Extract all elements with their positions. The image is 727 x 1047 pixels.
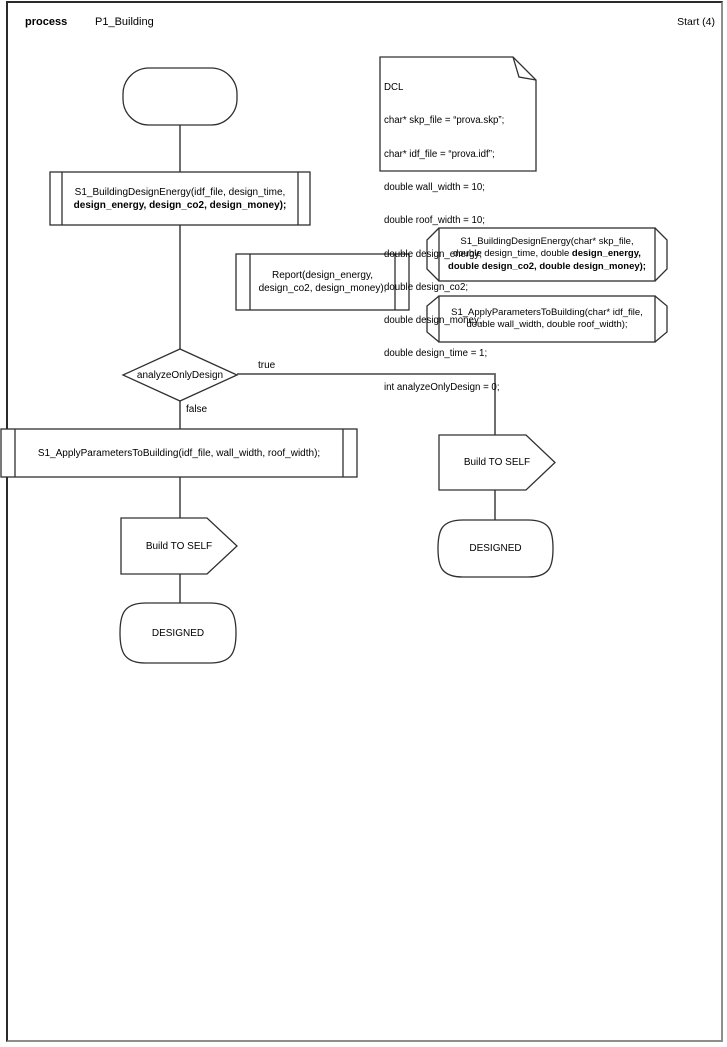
declaration-text-line: double wall_width, double roof_width); [466,319,628,330]
declaration-text-line: double design_time, double design_energy… [453,248,641,260]
branch-label-true: true [258,360,276,371]
dcl-line: double roof_width = 10; [384,215,485,227]
dcl-text-symbol-shape[interactable] [379,56,537,172]
page-start-label: Start (4) [677,16,715,28]
output-build-to-self-right[interactable]: Build TO SELF [439,435,555,490]
procedure-declaration-design-energy[interactable]: S1_BuildingDesignEnergy(char* skp_file, … [427,228,667,281]
declaration-text-line: double design_co2, double design_money); [448,260,646,272]
output-symbol-right[interactable] [438,434,556,491]
diagram-frame [6,1,723,1042]
dcl-line: char* idf_file = “prova.idf”; [384,148,495,160]
call-text-line: Report(design_energy, [272,270,373,281]
dcl-line: DCL [384,82,404,94]
dcl-line: double design_energy; [384,248,483,260]
dcl-line: double design_time = 1; [384,348,488,360]
procedure-call-design-energy-shape[interactable] [49,171,311,226]
dcl-line: char* skp_file = “prova.skp”; [384,115,505,127]
call-text-line: S1_BuildingDesignEnergy(idf_file, design… [74,186,286,198]
output-label: Build TO SELF [463,457,531,468]
output-symbol-left[interactable] [120,517,238,575]
decision-diamond[interactable] [121,348,239,402]
procedure-call-apply-params[interactable]: S1_ApplyParametersToBuilding(idf_file, w… [1,429,357,477]
declaration-text-line: S1_BuildingDesignEnergy(char* skp_file, [460,235,634,247]
state-designed-right[interactable]: DESIGNED [438,520,553,577]
procedure-declaration-design-energy-shape[interactable] [426,227,668,282]
procedure-declaration-apply-params-shape[interactable] [426,295,668,343]
process-name: P1_Building [95,16,154,28]
decision-label: analyzeOnlyDesign [136,369,224,381]
output-label: Build TO SELF [145,540,213,552]
declaration-text-line: S1_ApplyParametersToBuilding(char* idf_f… [451,306,643,318]
branch-label-false: false [186,404,208,415]
connector-true-branch [237,373,496,435]
diagram-kind-label: process [25,16,68,28]
procedure-call-report[interactable]: Report(design_energy, design_co2, design… [236,254,409,310]
procedure-call-design-energy[interactable]: S1_BuildingDesignEnergy(idf_file, design… [50,172,310,225]
dcl-line: double design_money; [384,315,482,327]
dcl-line: int analyzeOnlyDesign = 0; [384,381,500,393]
procedure-declaration-apply-params[interactable]: S1_ApplyParametersToBuilding(char* idf_f… [427,296,667,342]
start-symbol[interactable] [122,67,238,126]
state-label: DESIGNED [469,543,522,554]
dcl-text-block[interactable]: DCL char* skp_file = “prova.skp”; char* … [384,60,534,415]
call-text-line: design_co2, design_money); [258,283,387,294]
call-text-line: S1_ApplyParametersToBuilding(idf_file, w… [37,447,321,459]
state-symbol-left[interactable] [119,602,237,664]
procedure-call-apply-params-shape[interactable] [0,428,358,478]
procedure-call-report-shape[interactable] [235,253,410,311]
call-text-line: design_energy, design_co2, design_money)… [73,199,287,211]
state-designed-left[interactable]: DESIGNED [120,603,236,663]
dcl-line: double wall_width = 10; [384,182,485,194]
output-build-to-self-left[interactable]: Build TO SELF [121,518,237,574]
state-symbol-right[interactable] [437,519,554,578]
state-label: DESIGNED [151,627,205,639]
dcl-line: double design_co2; [384,281,469,293]
decision-analyze-only-design[interactable]: analyzeOnlyDesign [123,349,237,401]
